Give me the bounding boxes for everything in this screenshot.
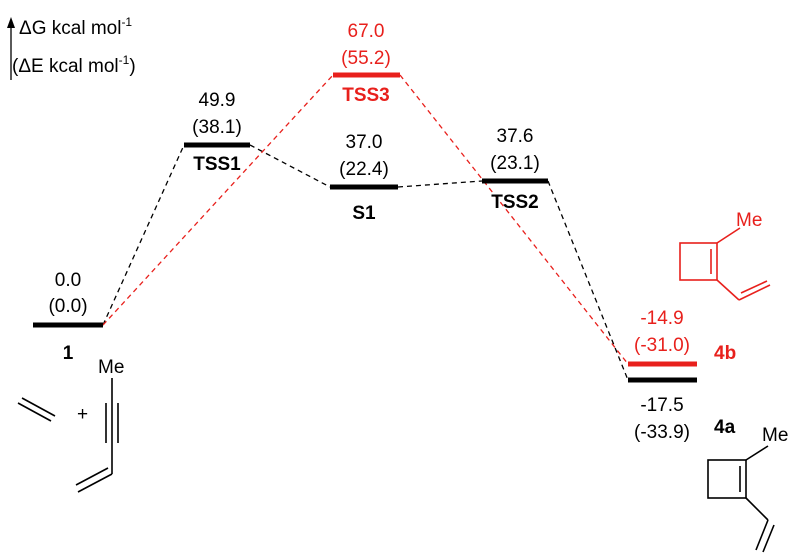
cyclobutene-ring: [707, 459, 747, 499]
level-tss3: 67.0 (55.2) TSS3: [333, 21, 400, 106]
methyl-bond: [745, 445, 769, 461]
cyclobutene-ring: [679, 242, 718, 281]
level-label: 1: [63, 343, 74, 364]
axis-label-dg: ΔG kcal mol-1: [19, 15, 132, 39]
level-dg: 0.0: [55, 270, 81, 291]
ethylene-bond-2: [21, 397, 56, 417]
vinyl-bond: [716, 279, 740, 301]
level-label: 4a: [714, 417, 736, 438]
reactant-me-label: Me: [98, 357, 124, 378]
level-1: 0.0 (0.0) 1: [33, 270, 103, 364]
connector-tss3-4b: [399, 74, 629, 365]
level-4a: -17.5 (-33.9) 4a: [628, 377, 736, 443]
ethylene-structure: [17, 397, 56, 422]
axis-label-dg-text: ΔG kcal mol: [19, 18, 121, 39]
vinyl-double-bond-2: [740, 280, 768, 294]
axis-label-de-sup: -1: [119, 53, 130, 67]
connector-1-tss1: [102, 144, 185, 326]
axis-label-de-close: ): [129, 56, 135, 77]
red-pathway: [102, 74, 629, 365]
level-de: (22.4): [339, 159, 389, 180]
vinyl-double-bond: [755, 519, 769, 551]
black-pathway: [102, 144, 629, 381]
level-de: (55.2): [341, 48, 391, 69]
level-s1: 37.0 (22.4) S1: [330, 132, 398, 224]
vinyl-bond-2: [75, 467, 109, 486]
reactant-structures: [17, 378, 119, 493]
axis: ΔG kcal mol-1 (ΔE kcal mol-1): [7, 15, 136, 80]
connector-tss2-4a: [547, 180, 629, 381]
enyne-structure: [75, 378, 119, 493]
product-4a-me-label: Me: [762, 425, 788, 446]
level-de: (-33.9): [634, 422, 690, 443]
vinyl-double-bond: [738, 284, 771, 301]
vinyl-double-bond-2: [762, 524, 775, 553]
level-de: (38.1): [192, 117, 242, 138]
axis-label-de-text: (ΔE kcal mol: [12, 56, 119, 77]
level-label: TSS1: [193, 154, 241, 175]
level-label: 4b: [714, 343, 736, 364]
axis-label-de: (ΔE kcal mol-1): [12, 53, 136, 77]
level-tss2: 37.6 (23.1) TSS2: [482, 126, 548, 213]
axis-label-dg-sup: -1: [121, 15, 132, 29]
level-dg: 37.6: [497, 126, 534, 147]
reactant-plus: +: [77, 404, 88, 425]
product-4b-me-label: Me: [736, 210, 762, 231]
connector-tss1-s1: [249, 144, 331, 188]
level-dg: 37.0: [346, 132, 383, 153]
level-de: (23.1): [490, 153, 540, 174]
product-4a-structure: [707, 445, 775, 553]
connector-1-tss3: [102, 74, 334, 326]
level-4b: -14.9 (-31.0) 4b: [628, 308, 736, 367]
level-dg: 49.9: [199, 90, 236, 111]
level-label: S1: [352, 203, 376, 224]
vinyl-bond: [745, 497, 769, 521]
connector-s1-tss2: [397, 180, 483, 188]
level-label: TSS3: [342, 85, 390, 106]
level-label: TSS2: [491, 192, 539, 213]
level-de: (0.0): [48, 296, 87, 317]
vinyl-bond: [77, 473, 113, 493]
product-4b-structure: [679, 227, 771, 301]
y-axis-arrow-icon: [7, 17, 15, 28]
ethylene-bond: [17, 402, 52, 422]
methyl-bond: [716, 227, 741, 244]
level-dg: -14.9: [640, 308, 683, 329]
level-dg: -17.5: [640, 395, 683, 416]
level-tss1: 49.9 (38.1) TSS1: [184, 90, 250, 175]
level-dg: 67.0: [348, 21, 385, 42]
level-de: (-31.0): [634, 335, 690, 356]
